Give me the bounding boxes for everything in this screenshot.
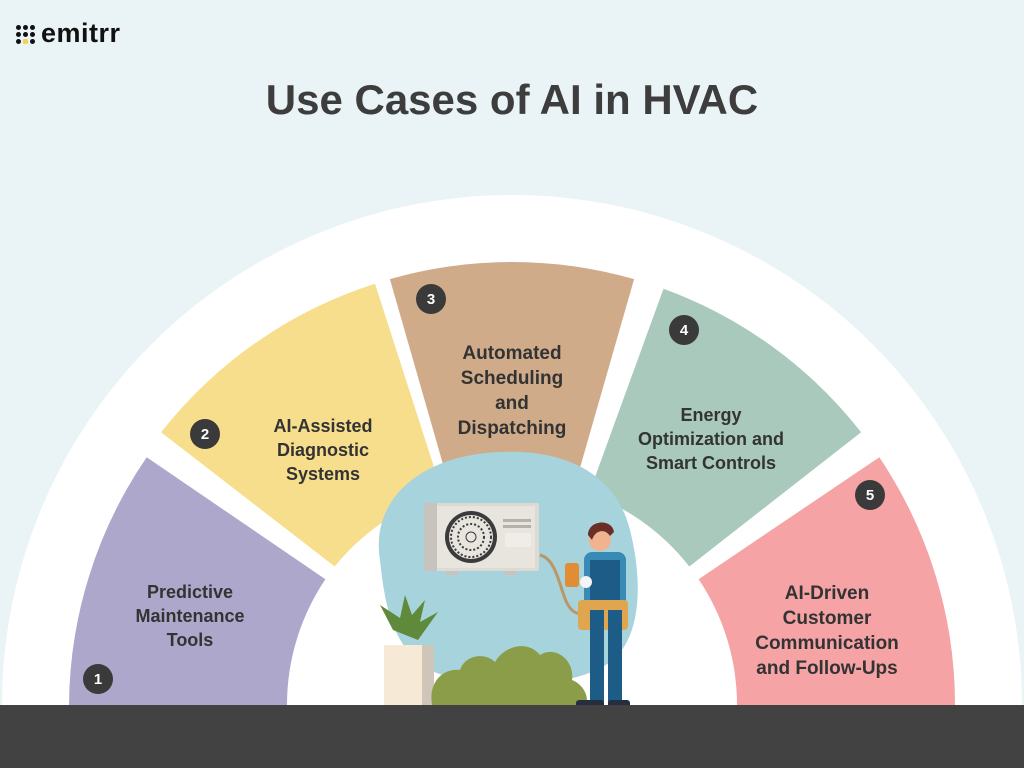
hvac-illustration [365,451,661,714]
dot-grid-icon [16,24,35,44]
segment-5-number-badge: 5 [855,480,885,510]
emitrr-logo[interactable]: emitrr [16,18,121,50]
segment-4-shape[interactable] [589,288,862,567]
segment-1-label: Predictive Maintenance Tools [135,582,245,650]
segment-2-shape[interactable] [161,283,443,567]
segment-5-shape[interactable] [698,457,955,705]
segment-3-number-badge: 3 [416,284,446,314]
segment-3-shape[interactable] [389,261,635,489]
page-title: Use Cases of AI in HVAC [265,76,759,123]
potted-plant-icon [380,595,438,707]
ground-bar [0,705,1024,768]
ac-unit-icon [424,503,539,575]
segment-5-label: AI-Driven Customer Communication and Fol… [755,583,899,679]
logo-text: emitrr [41,17,121,48]
bush-icon [431,646,587,705]
segment-3-label: Automated Scheduling and Dispatching [457,343,567,439]
segment-1-shape[interactable] [69,457,326,705]
segment-4-label: Energy Optimization and Smart Controls [638,405,784,473]
segment-2-number-badge: 2 [190,419,220,449]
segment-1-number-badge: 1 [83,664,113,694]
segment-2-label: AI-Assisted Diagnostic Systems [273,416,373,484]
segment-4-number-badge: 4 [669,315,699,345]
